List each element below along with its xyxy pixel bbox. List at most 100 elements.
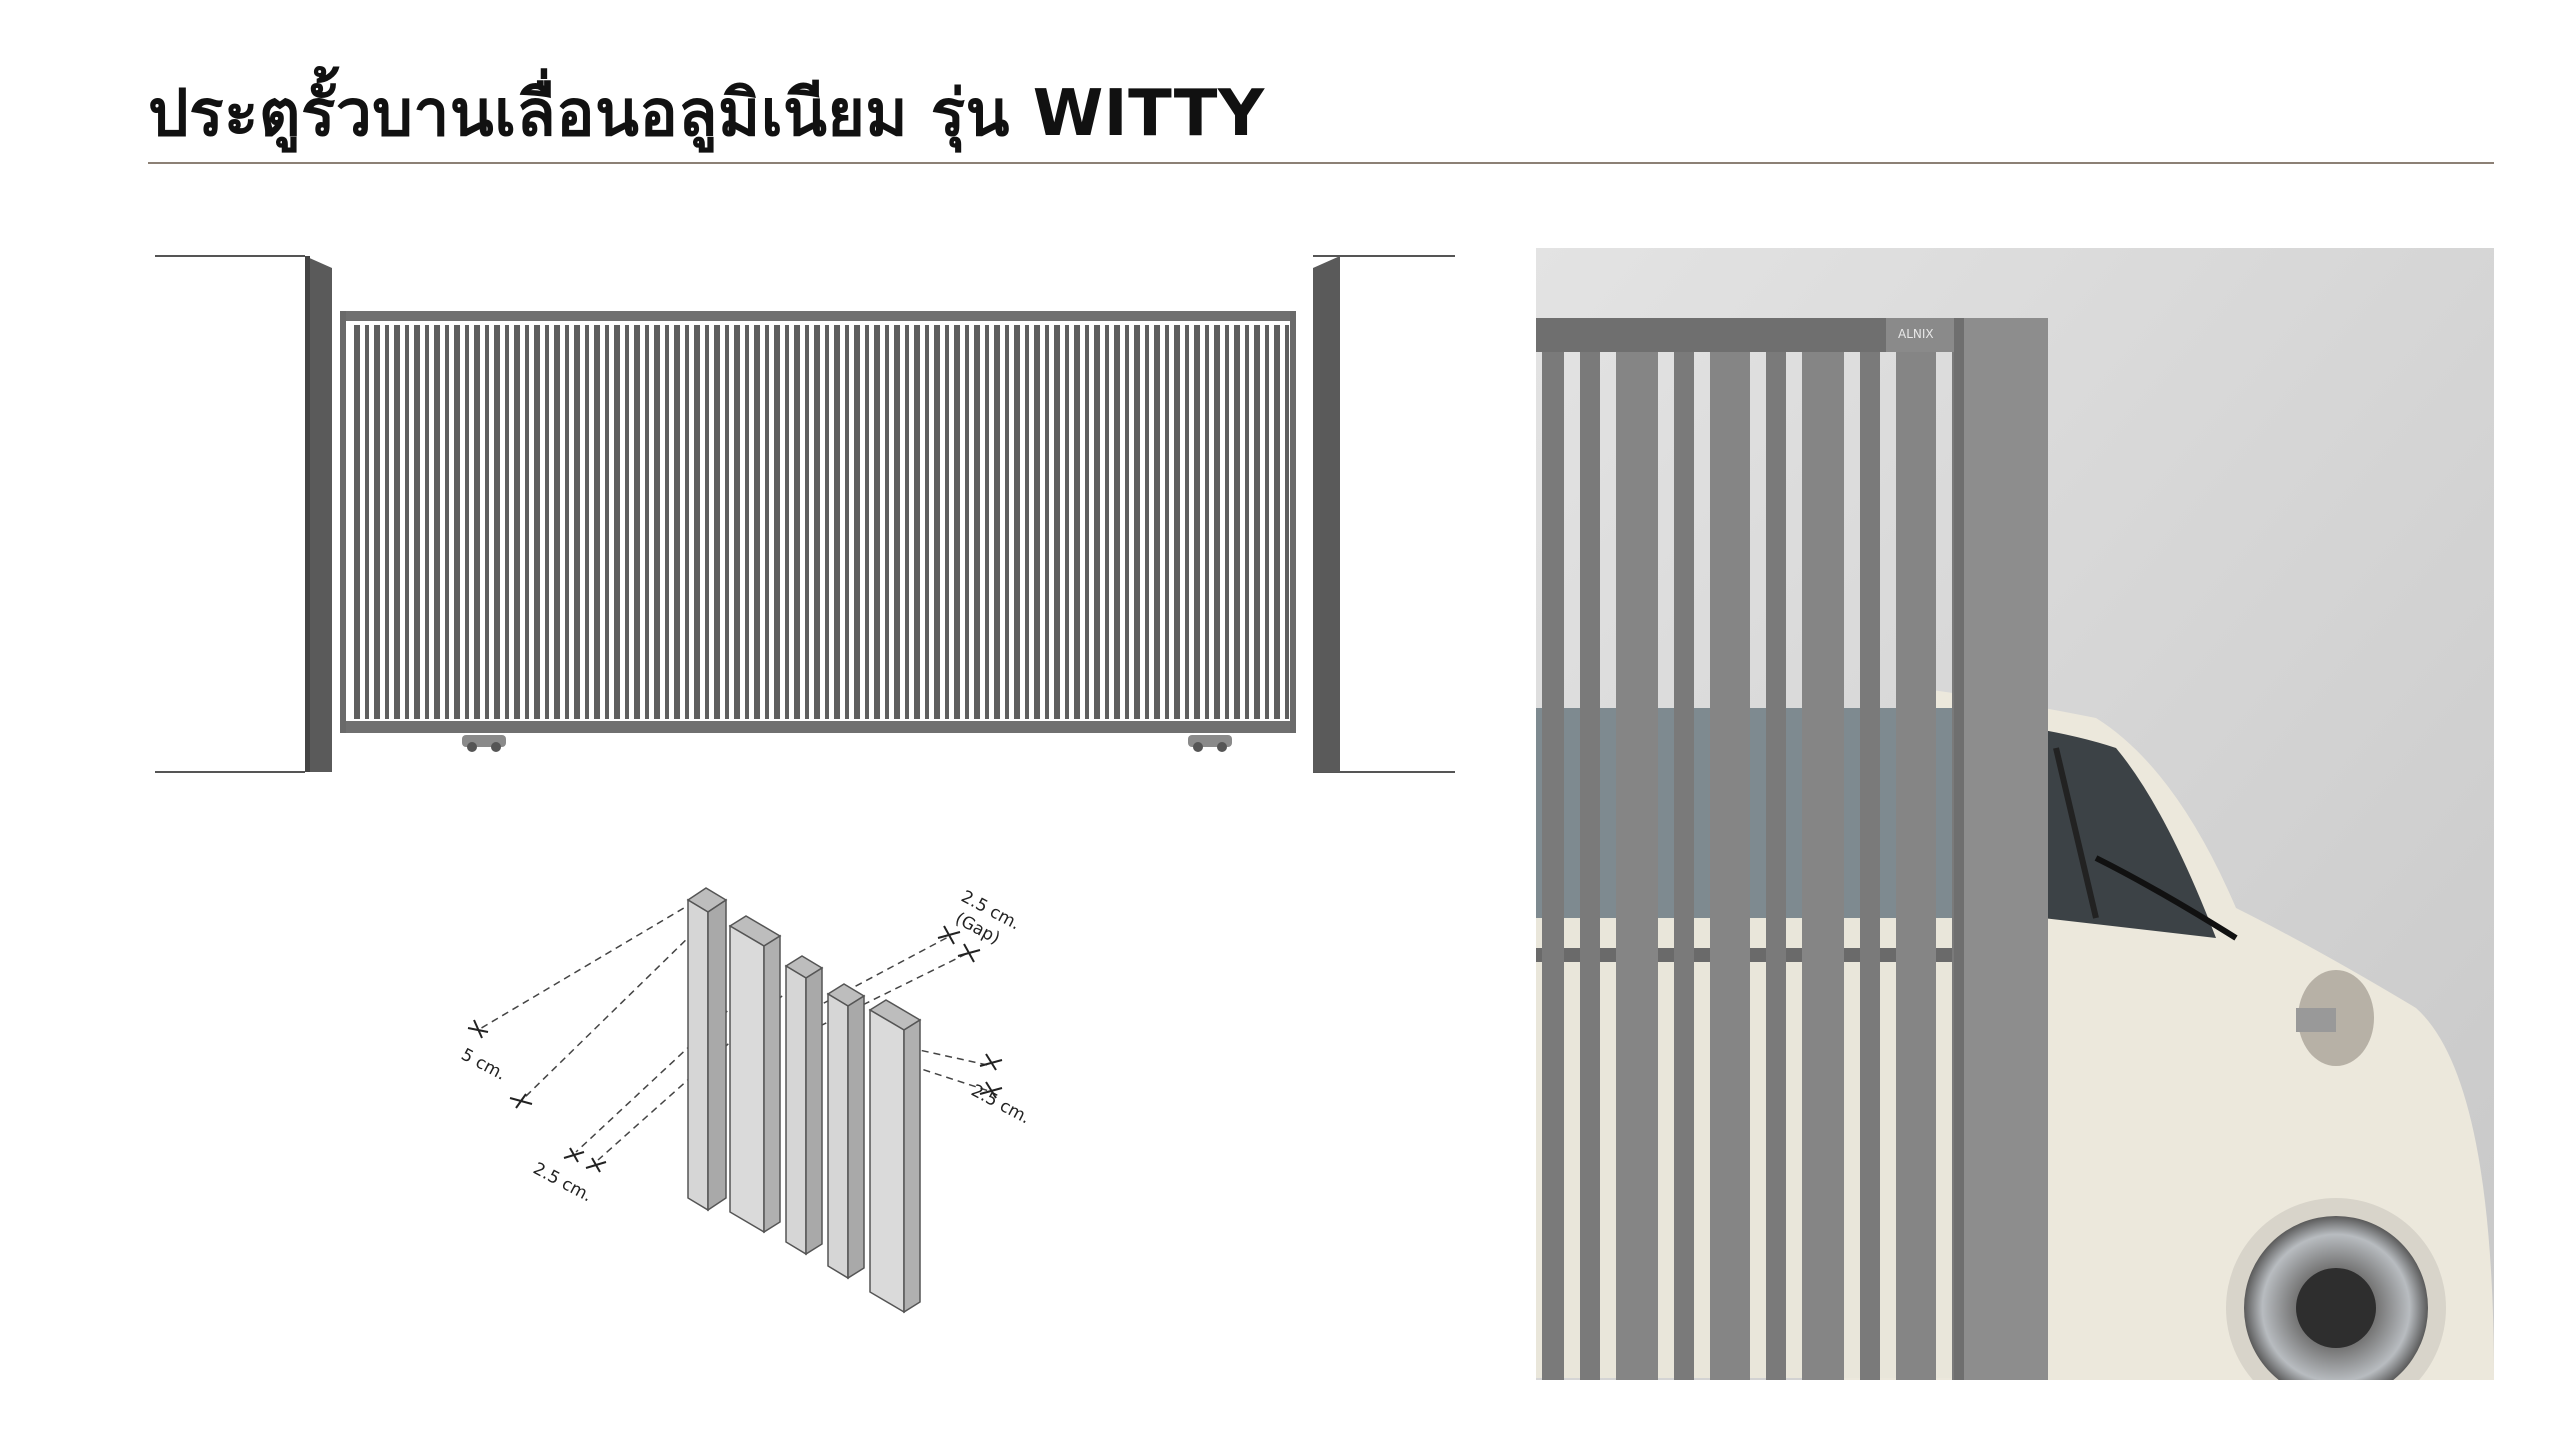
gate-slat (1285, 325, 1289, 719)
photo-slat (1542, 352, 1564, 1380)
photo-slat (1710, 352, 1750, 1380)
gate-slat (814, 325, 820, 719)
gate-slat (425, 325, 429, 719)
gate-slat (1114, 325, 1120, 719)
gate-slat (1274, 325, 1280, 719)
gate-slat (945, 325, 949, 719)
gate-slat (605, 325, 609, 719)
photo-brand-tag: ALNIX (1898, 327, 1934, 341)
photo-slat (1616, 352, 1658, 1380)
gate-slat (765, 325, 769, 719)
gate-slat (994, 325, 1000, 719)
gate-slat (714, 325, 720, 719)
gate-slat (434, 325, 440, 719)
gate-slat (554, 325, 560, 719)
gate-slat (1174, 325, 1180, 719)
gate-slat (785, 325, 789, 719)
gate-slat (1054, 325, 1060, 719)
gate-slat (1125, 325, 1129, 719)
gate-slat (414, 325, 420, 719)
gate-slat (1145, 325, 1149, 719)
gate-slat (1165, 325, 1169, 719)
gate-slat (954, 325, 960, 719)
gate-slat (545, 325, 549, 719)
gate-slat (914, 325, 920, 719)
gate-slat (705, 325, 709, 719)
gate-slat (485, 325, 489, 719)
gate-slat (394, 325, 400, 719)
gate-slat (805, 325, 809, 719)
gate-slat (934, 325, 940, 719)
gate-slat (374, 325, 380, 719)
gate-slat (445, 325, 449, 719)
gate-slat (905, 325, 909, 719)
page-title: ประตูรั้วบานเลื่อนอลูมิเนียม รุ่น WITTY (148, 77, 1265, 151)
gate-slat (1234, 325, 1240, 719)
gate-slat (1265, 325, 1269, 719)
photo-slat (1766, 352, 1786, 1380)
product-photo: ALNIX (1536, 248, 2494, 1380)
gate-slat (1225, 325, 1229, 719)
gate-slat (874, 325, 880, 719)
gate-slat (965, 325, 969, 719)
gate-slat (745, 325, 749, 719)
gate-slat (845, 325, 849, 719)
gate-slat (514, 325, 520, 719)
gate-slat (1065, 325, 1069, 719)
gate-slat (565, 325, 569, 719)
gate-slat (1254, 325, 1260, 719)
gate-slat (885, 325, 889, 719)
gate-slat (794, 325, 800, 719)
title-divider (148, 162, 2494, 164)
gate-slat (354, 325, 360, 719)
gate-slat (694, 325, 700, 719)
slat-dimension-diagram: 5 cm. 2.5 cm. 2.5 cm. 2.5 cm. (Gap) (458, 887, 1033, 1314)
gate-slat (1025, 325, 1029, 719)
photo-slat (1802, 352, 1844, 1380)
gate-slat (685, 325, 689, 719)
gate-slat (754, 325, 760, 719)
gate-slat (825, 325, 829, 719)
gate-slat (645, 325, 649, 719)
gate-slat (1134, 325, 1140, 719)
gate-slat (665, 325, 669, 719)
photo-slat (1860, 352, 1880, 1380)
photo-slat (1896, 352, 1936, 1380)
gate-slat (465, 325, 469, 719)
gate-slat (625, 325, 629, 719)
gate-slat (525, 325, 529, 719)
gate-slat (494, 325, 500, 719)
gate-slat (505, 325, 509, 719)
gate-slat (734, 325, 740, 719)
photo-slat (1674, 352, 1694, 1380)
gate-slat (894, 325, 900, 719)
gate-slat (614, 325, 620, 719)
gate-slat (454, 325, 460, 719)
gate-slat (1034, 325, 1040, 719)
gate-slat (385, 325, 389, 719)
gate-slat (594, 325, 600, 719)
gate-slat (774, 325, 780, 719)
gate-wheel-right (1188, 735, 1232, 752)
gate-wheel-left (462, 735, 506, 752)
gate-slat (674, 325, 680, 719)
gate-slat (585, 325, 589, 719)
gate-slat (834, 325, 840, 719)
gate-slat (865, 325, 869, 719)
gate-slat (974, 325, 980, 719)
gate-slat (1074, 325, 1080, 719)
gate-slats (354, 325, 1289, 719)
gate-slat (725, 325, 729, 719)
gate-slat (1245, 325, 1249, 719)
gate-slat (925, 325, 929, 719)
gate-slat (1154, 325, 1160, 719)
gate-slat (634, 325, 640, 719)
gate-slat (654, 325, 660, 719)
gate-slat (574, 325, 580, 719)
gate-slat (1045, 325, 1049, 719)
gate-slat (985, 325, 989, 719)
gate-slat (1205, 325, 1209, 719)
gate-slat (1094, 325, 1100, 719)
gate-front-drawing (155, 255, 1455, 773)
dim-label-25cm-bottom: 2.5 cm. (530, 1159, 596, 1207)
